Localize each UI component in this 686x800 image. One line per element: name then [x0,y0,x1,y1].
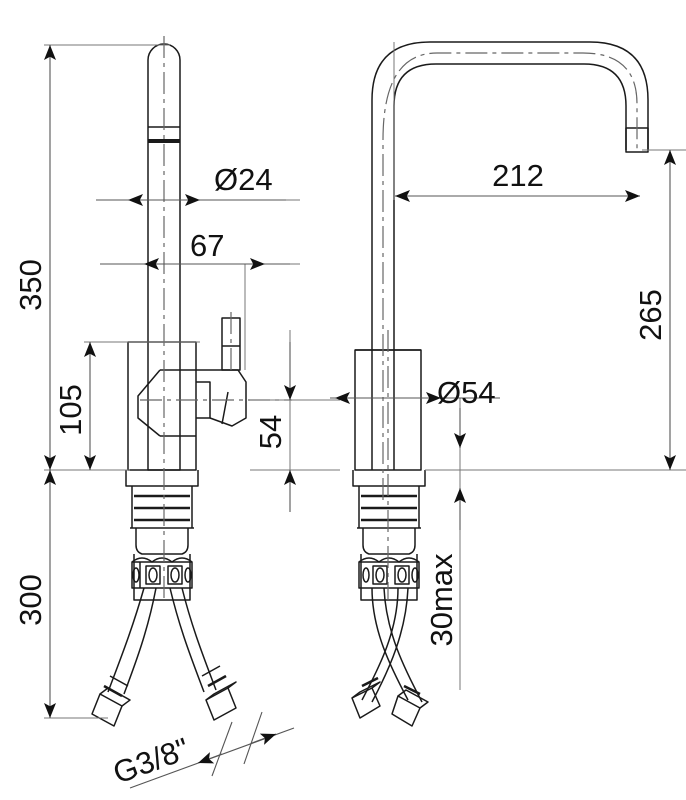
dim-label-212: 212 [492,158,544,193]
left-view-connector-block [131,557,193,589]
right-view-spout-outlet [625,127,649,153]
dim-label-g38: G3/8" [108,731,193,791]
dim-label-30max: 30max [424,553,459,647]
dim-label-d24: Ø24 [214,162,273,197]
centerlines [140,36,638,600]
centerline-spout [382,52,638,500]
left-view-supply-hoses [91,587,237,727]
left-view-mounting-shank [125,470,199,601]
left-view-mixer-body [127,341,211,471]
right-view-supply-hoses [351,587,429,727]
dim-label-105: 105 [53,384,88,436]
right-view-connector-block [358,557,420,589]
dim-label-d54: Ø54 [437,375,496,410]
extension-lines [44,42,686,719]
left-view-lever-handle [196,317,247,427]
dimension-lines [44,45,676,789]
right-view-mounting-shank [352,470,426,601]
dim-label-350: 350 [13,259,48,311]
dim-label-300: 300 [13,574,48,626]
right-view-spout [371,41,649,470]
dim-label-67: 67 [190,228,224,263]
dimension-labels: 350 300 105 Ø24 67 54 Ø54 212 265 30max … [13,158,668,791]
dim-label-265: 265 [633,289,668,341]
dim-label-54: 54 [253,415,288,449]
